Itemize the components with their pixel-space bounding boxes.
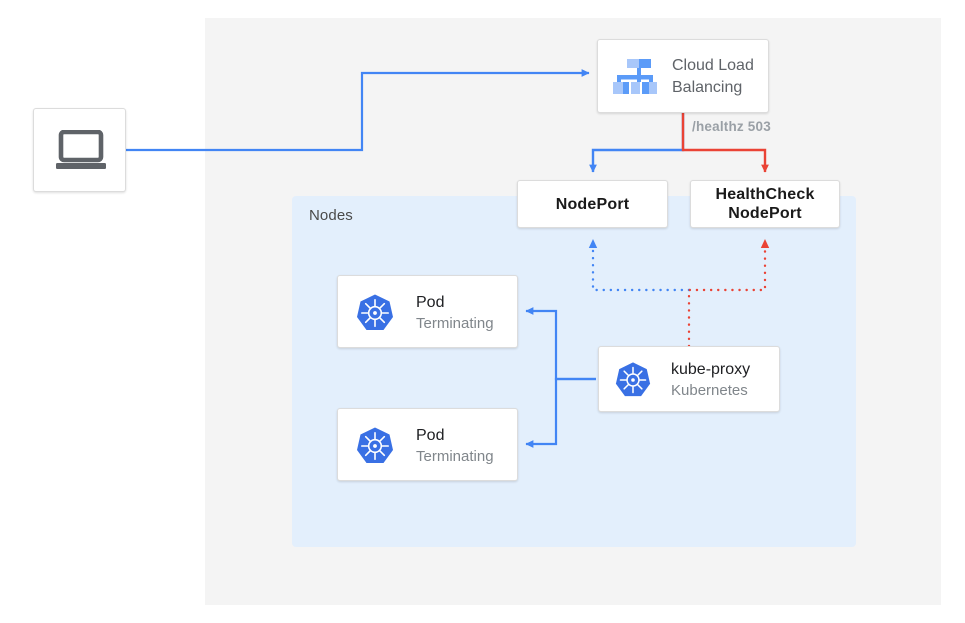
kube-proxy-node[interactable]: kube-proxy Kubernetes (598, 346, 780, 412)
kubernetes-icon (354, 292, 396, 334)
kube-proxy-title: kube-proxy (671, 361, 751, 378)
kubernetes-icon (613, 360, 653, 400)
pod-node-1[interactable]: Pod Terminating (337, 275, 518, 348)
nodeport-label: NodePort (555, 195, 630, 213)
pod-2-title: Pod (416, 426, 445, 444)
healthcheck-nodeport-label: HealthCheck NodePort (715, 185, 814, 223)
pod-1-status: Terminating (416, 314, 494, 332)
client-node[interactable] (33, 108, 126, 192)
nodeport-node[interactable]: NodePort (517, 180, 668, 228)
healthcheck-nodeport-node[interactable]: HealthCheck NodePort (690, 180, 840, 228)
laptop-icon (55, 130, 107, 172)
pod-node-2[interactable]: Pod Terminating (337, 408, 518, 481)
cloud-load-balancing-icon (612, 54, 658, 100)
pod-2-status: Terminating (416, 447, 494, 465)
cloud-load-balancing-node[interactable]: Cloud Load Balancing (597, 39, 769, 113)
healthcheck-nodeport-label-line1: HealthCheck (715, 186, 815, 203)
pod-1-title: Pod (416, 293, 445, 311)
nodes-region-label: Nodes (309, 207, 353, 224)
healthz-edge-label: /healthz 503 (692, 119, 771, 134)
cloud-load-balancing-title-line2: Balancing (672, 79, 743, 96)
healthcheck-nodeport-label-line2: NodePort (728, 205, 802, 222)
cloud-load-balancing-title-line1: Cloud Load (672, 57, 754, 74)
kube-proxy-subtitle: Kubernetes (671, 382, 748, 399)
kubernetes-icon (354, 425, 396, 467)
